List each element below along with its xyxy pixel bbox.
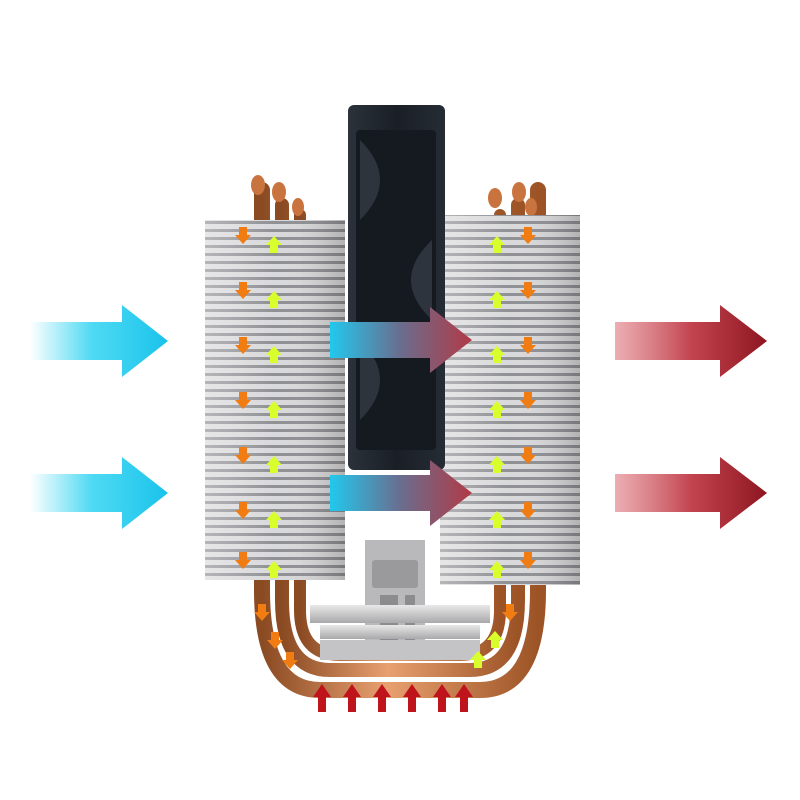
arrow-down-icon [520, 337, 536, 354]
arrow-up-icon [489, 456, 505, 473]
arrow-down-icon [282, 652, 298, 669]
arrow-up-icon [433, 684, 451, 712]
heatpipe-tips [251, 175, 537, 216]
arrow-down-icon [235, 337, 251, 354]
arrow-up-icon [403, 684, 421, 712]
arrow-down-icon [254, 604, 270, 621]
through-arrow-icon [330, 460, 472, 526]
cooler-base [310, 605, 490, 660]
intake-arrows [30, 305, 168, 529]
arrow-down-icon [520, 552, 536, 569]
arrow-up-icon [266, 511, 282, 528]
heatpipe-flow-arrows [235, 227, 536, 669]
arrow-down-icon [267, 632, 283, 649]
exhaust-arrow-icon [615, 457, 767, 529]
arrow-up-icon [313, 684, 331, 712]
arrow-up-icon [489, 511, 505, 528]
right-fin-stack [440, 215, 580, 585]
arrow-up-icon [487, 631, 503, 648]
arrow-down-icon [235, 282, 251, 299]
arrow-up-icon [266, 561, 282, 578]
intake-arrow-icon [30, 457, 168, 529]
exhaust-arrow-icon [615, 305, 767, 377]
arrow-down-icon [235, 502, 251, 519]
arrow-up-icon [489, 561, 505, 578]
arrow-down-icon [520, 447, 536, 464]
arrow-down-icon [235, 447, 251, 464]
arrow-up-icon [266, 236, 282, 253]
through-flow-arrows [330, 307, 472, 526]
arrow-down-icon [520, 227, 536, 244]
arrow-up-icon [455, 684, 473, 712]
fan [348, 105, 445, 470]
arrow-up-icon [266, 401, 282, 418]
through-arrow-icon [330, 307, 472, 373]
arrow-up-icon [489, 291, 505, 308]
arrow-down-icon [520, 392, 536, 409]
arrow-up-icon [489, 401, 505, 418]
arrow-up-icon [489, 236, 505, 253]
intake-arrow-icon [30, 305, 168, 377]
arrow-up-icon [266, 291, 282, 308]
arrow-down-icon [520, 282, 536, 299]
arrow-up-icon [343, 684, 361, 712]
heat-source-arrows [313, 684, 473, 712]
arrow-up-icon [266, 346, 282, 363]
arrow-up-icon [470, 651, 486, 668]
arrow-down-icon [235, 392, 251, 409]
arrow-up-icon [489, 346, 505, 363]
arrow-down-icon [235, 227, 251, 244]
arrow-down-icon [235, 552, 251, 569]
arrow-up-icon [373, 684, 391, 712]
arrow-up-icon [266, 456, 282, 473]
exhaust-arrows [615, 305, 767, 529]
arrow-down-icon [520, 502, 536, 519]
arrow-down-icon [502, 604, 518, 621]
